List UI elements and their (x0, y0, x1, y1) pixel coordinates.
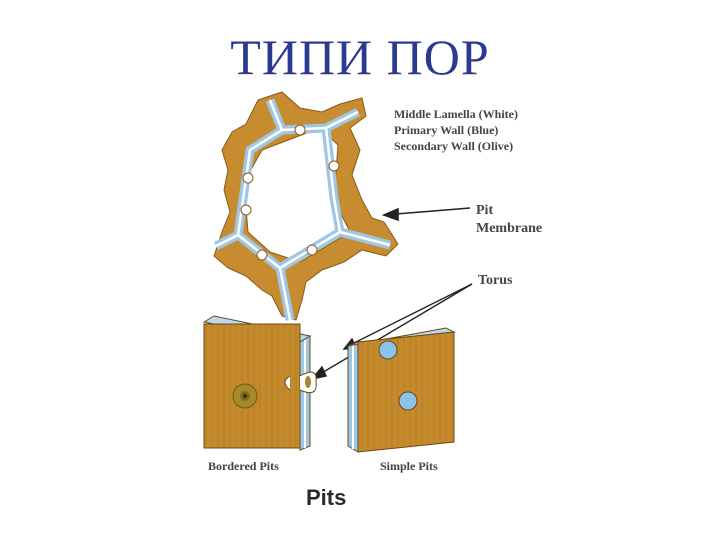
wall-layer-legend: Middle Lamella (White) Primary Wall (Blu… (394, 106, 518, 154)
pit-membrane-arrow (381, 207, 471, 222)
legend-middle-lamella: Middle Lamella (White) (394, 107, 518, 121)
pit-membrane-label-line1: Pit (476, 203, 494, 218)
simple-pits-label: Simple Pits (380, 459, 438, 473)
torus-label: Torus (478, 273, 513, 288)
legend-secondary-wall: Secondary Wall (Olive) (394, 139, 514, 153)
legend-primary-wall: Primary Wall (Blue) (394, 123, 499, 137)
simple-pits-block (347, 327, 456, 453)
bordered-pits-block (202, 315, 317, 451)
cell-cross-section (213, 91, 399, 321)
pit-membrane-label-line2: Membrane (476, 221, 543, 236)
pits-caption: Pits (306, 485, 347, 510)
bordered-pits-label: Bordered Pits (208, 459, 279, 473)
pit-membrane-label: Pit Membrane (476, 202, 542, 238)
page-title: ТИПИ ПОР (230, 29, 490, 85)
